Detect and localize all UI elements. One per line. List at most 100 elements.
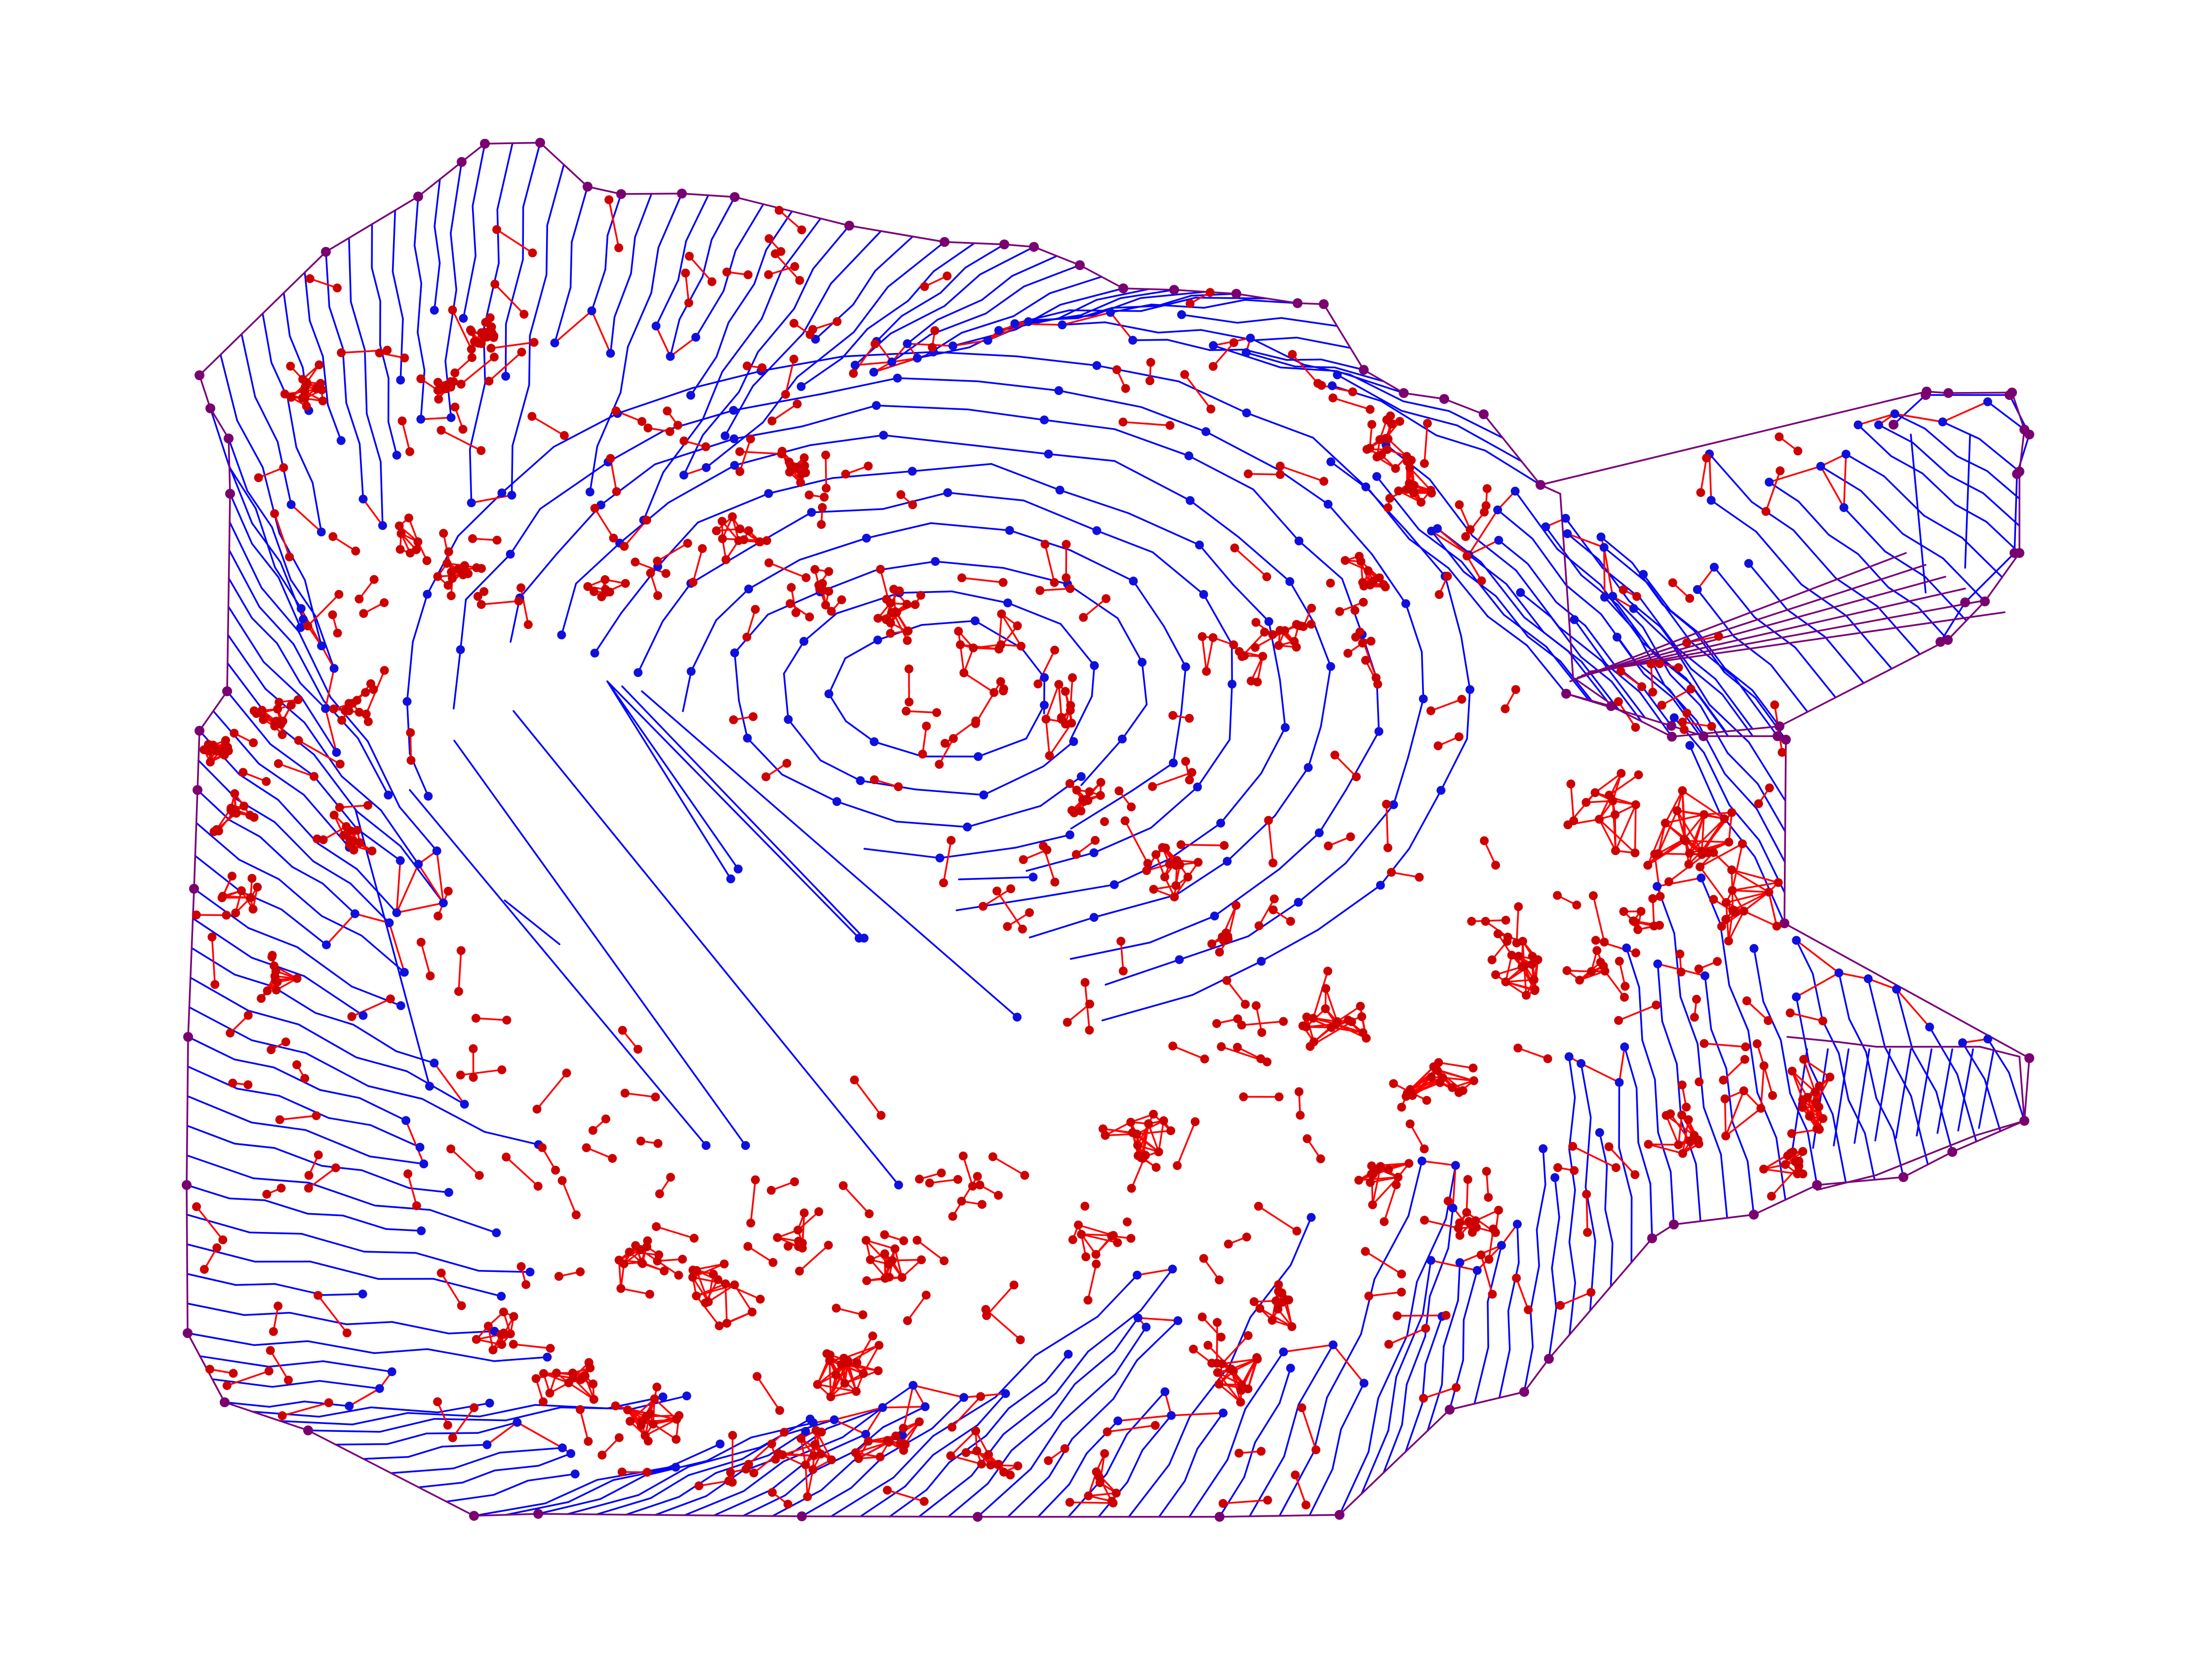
blue-edge-461 xyxy=(1779,1039,1791,1095)
red-node-1057 xyxy=(1103,1427,1112,1436)
red-node-592 xyxy=(1507,950,1516,960)
red-node-1154 xyxy=(1787,1129,1796,1138)
red-node-804 xyxy=(827,1455,836,1464)
blue-node-292 xyxy=(1076,772,1086,781)
red-node-1529 xyxy=(771,1455,780,1464)
blue-edge-690 xyxy=(362,1456,409,1460)
red-node-594 xyxy=(1528,951,1537,961)
red-node-1428 xyxy=(294,736,303,745)
blue-node-346 xyxy=(1040,415,1049,425)
blue-edge-145 xyxy=(677,240,687,281)
red-node-1413 xyxy=(1679,725,1689,734)
red-node-1580 xyxy=(1467,916,1476,926)
blue-edge-246 xyxy=(1061,321,1106,326)
boundary-edge-15 xyxy=(1323,303,1365,371)
red-node-790 xyxy=(873,1366,883,1376)
ring-edge-952 xyxy=(915,789,985,796)
blue-node-215 xyxy=(482,1440,492,1449)
red-node-1578 xyxy=(1127,1184,1136,1193)
blue-node-337 xyxy=(1285,577,1295,586)
blue-edge-308 xyxy=(1708,453,1753,503)
blue-edge-272 xyxy=(1978,438,2020,473)
red-node-892 xyxy=(247,873,257,883)
red-node-1217 xyxy=(684,298,693,308)
blue-edge-592 xyxy=(1086,1420,1119,1455)
red-edge-1867 xyxy=(1077,1224,1114,1236)
blue-edge-227 xyxy=(1077,307,1113,319)
blue-edge-569 xyxy=(1243,1441,1256,1478)
red-node-1012 xyxy=(344,699,354,708)
boundary-edge-24 xyxy=(2018,429,2025,473)
red-node-785 xyxy=(880,1249,889,1259)
blue-edge-876 xyxy=(274,566,302,610)
blue-edge-537 xyxy=(1405,1403,1423,1453)
red-node-704 xyxy=(1243,1384,1253,1393)
blue-edge-477 xyxy=(1697,1043,1705,1108)
blue-edge-724 xyxy=(307,1340,375,1354)
blue-edge-904 xyxy=(364,349,368,415)
blue-edge-318 xyxy=(1713,566,1756,618)
blue-edge-446 xyxy=(1875,1097,1894,1132)
blue-edge-699 xyxy=(433,1418,507,1422)
diagonal-edge-935 xyxy=(513,710,900,1186)
red-node-1391 xyxy=(971,716,981,726)
blue-edge-488 xyxy=(1654,1078,1659,1134)
red-node-1149 xyxy=(1767,1191,1776,1201)
blue-node-304 xyxy=(686,667,696,676)
red-node-714 xyxy=(1226,1364,1236,1374)
red-node-739 xyxy=(1123,1217,1132,1226)
blue-node-288 xyxy=(799,636,809,646)
boundary-edge-41 xyxy=(1816,1176,1904,1186)
blue-edge-366 xyxy=(1430,530,1464,573)
red-node-1624 xyxy=(269,1327,278,1336)
red-edge-2797 xyxy=(531,415,565,436)
blue-node-247 xyxy=(414,860,423,869)
blue-node-171 xyxy=(1577,1059,1586,1068)
red-node-676 xyxy=(1366,1178,1375,1187)
blue-edge-535 xyxy=(1443,1300,1459,1348)
red-edge-2961 xyxy=(1233,547,1268,578)
red-edge-1463 xyxy=(1681,790,1687,842)
red-node-1301 xyxy=(450,368,460,378)
red-node-1348 xyxy=(1343,649,1352,658)
ring-edge-1031 xyxy=(1198,544,1234,586)
boundary-edge-37 xyxy=(1783,922,2030,1059)
red-edge-2809 xyxy=(985,1308,1022,1341)
red-node-1298 xyxy=(405,447,414,456)
blue-node-317 xyxy=(1199,590,1208,599)
red-node-1606 xyxy=(1702,453,1711,463)
red-edge-2950 xyxy=(750,1179,756,1224)
blue-node-98 xyxy=(850,360,860,370)
red-node-549 xyxy=(1678,786,1687,795)
red-edge-1855 xyxy=(1136,1133,1160,1153)
red-node-1170 xyxy=(1443,572,1452,581)
ne-node-71 xyxy=(1889,420,1898,430)
blue-node-110 xyxy=(1058,320,1067,329)
red-node-393 xyxy=(590,587,598,596)
blue-edge-386 xyxy=(1565,584,1602,615)
red-node-1206 xyxy=(795,276,804,285)
red-node-864 xyxy=(552,1368,561,1378)
ring-edge-1124 xyxy=(1015,355,1098,367)
red-node-1356 xyxy=(1512,938,1521,948)
blue-edge-212 xyxy=(1096,288,1150,301)
boundary-node-30 xyxy=(1667,732,1677,742)
ring-edge-955 xyxy=(787,718,822,761)
blue-node-366 xyxy=(424,791,433,801)
ring-edge-946 xyxy=(920,620,976,626)
blue-edge-230 xyxy=(1194,297,1268,300)
red-node-947 xyxy=(433,378,442,387)
red-node-706 xyxy=(1203,1341,1213,1350)
blue-node-262 xyxy=(378,521,387,530)
red-edge-1430 xyxy=(1700,813,1705,852)
blue-edge-399 xyxy=(1566,533,1600,560)
red-node-1137 xyxy=(436,426,446,435)
blue-node-267 xyxy=(446,413,456,422)
blue-edge-901 xyxy=(358,443,364,500)
blue-edge-225 xyxy=(1156,295,1192,307)
red-node-1401 xyxy=(1685,1136,1695,1146)
red-node-851 xyxy=(652,1382,662,1392)
blue-edge-711 xyxy=(370,1406,439,1414)
red-node-1171 xyxy=(1434,590,1444,599)
blue-edge-696 xyxy=(477,1421,518,1434)
